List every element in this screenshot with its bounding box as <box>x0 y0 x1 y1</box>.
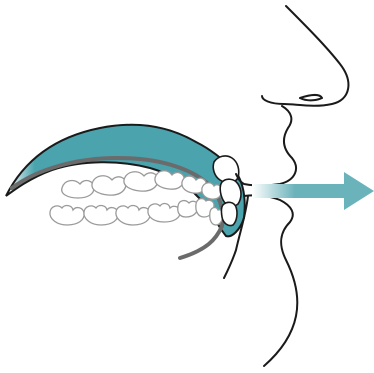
lower-teeth <box>50 199 223 225</box>
airflow-arrow <box>252 172 374 210</box>
